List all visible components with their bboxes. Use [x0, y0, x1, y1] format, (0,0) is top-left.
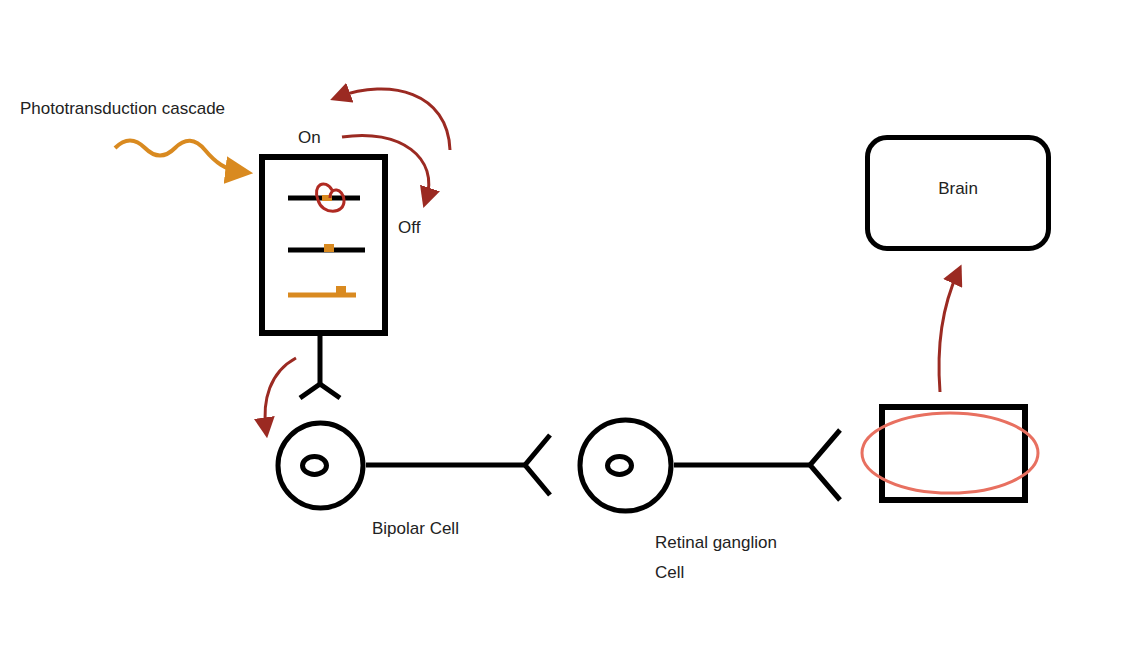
disc-membrane	[288, 196, 360, 201]
cell-label: Bipolar Cell	[372, 514, 532, 544]
light-wave	[115, 141, 242, 173]
axon-terminal	[810, 430, 840, 500]
cell-membrane	[580, 420, 671, 511]
switch-arrow	[342, 135, 429, 200]
state-label: On	[298, 128, 321, 148]
ganglion-axon	[674, 463, 810, 468]
synapse-fork	[300, 384, 340, 398]
cell-outline	[275, 420, 366, 511]
pigment-mark	[324, 244, 334, 252]
pigment-mark	[336, 286, 346, 293]
cell-label: Retinal ganglion Cell	[655, 528, 795, 588]
activation-spiral	[316, 184, 344, 211]
box-title: Brain	[938, 179, 978, 199]
cell-membrane	[278, 423, 363, 508]
cell-outline	[577, 417, 674, 514]
highlight-ellipse	[862, 413, 1038, 493]
ganglion-cell: Retinal ganglion Cell	[577, 417, 674, 514]
process-label: Phototransduction cascade	[20, 99, 225, 119]
cell-nucleus	[303, 457, 327, 475]
bipolar-cell: Bipolar Cell	[275, 420, 366, 511]
bipolar-axon	[366, 463, 525, 468]
axon-terminal	[525, 435, 550, 495]
state-label: Off	[398, 218, 420, 238]
brain-box: Brain	[865, 135, 1051, 251]
cell-nucleus	[608, 457, 632, 475]
cell-stem	[318, 333, 323, 385]
bleached-disc	[288, 293, 356, 298]
brain-arrow	[939, 272, 958, 392]
signal-arrow	[265, 358, 296, 430]
photoreceptor-body	[262, 157, 385, 333]
